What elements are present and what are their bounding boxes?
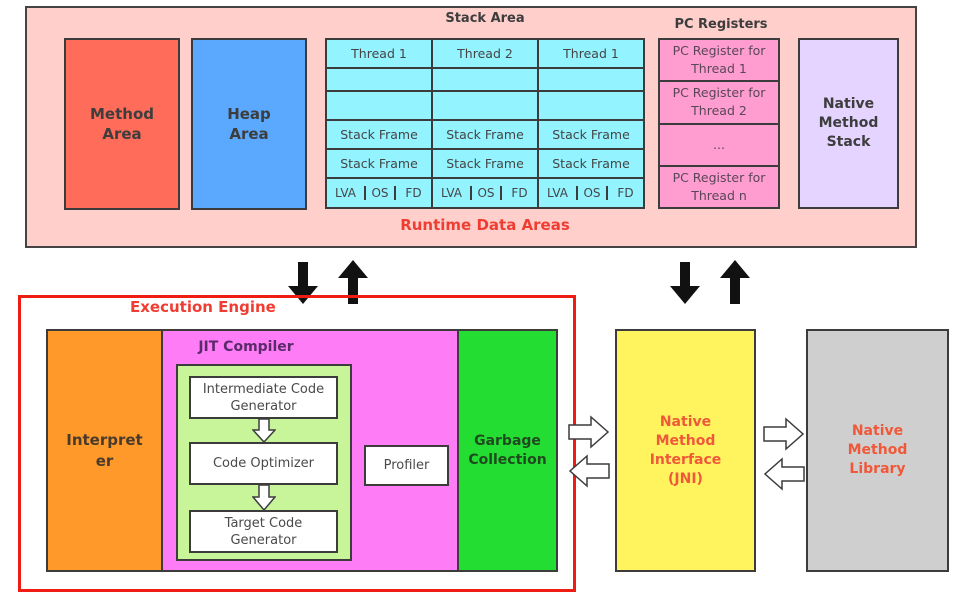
stack-slot-empty xyxy=(433,69,537,92)
thread-name: Thread 1 xyxy=(327,40,431,69)
stack-slot-empty xyxy=(539,69,643,92)
frame-part-lva: LVA xyxy=(433,186,472,200)
pc-registers: PC Register for Thread 1 PC Register for… xyxy=(658,38,780,209)
pc-register: PC Register for Thread n xyxy=(672,169,766,203)
thread-name: Thread 2 xyxy=(433,40,537,69)
frame-parts: LVA OS FD xyxy=(433,179,537,207)
hollow-arrow-left-icon xyxy=(763,457,805,491)
target-code-generator: Target Code Generator xyxy=(189,510,338,553)
native-method-library: Native Method Library xyxy=(806,329,949,572)
thread-column: Thread 1 Stack Frame Stack Frame LVA OS … xyxy=(327,40,433,207)
thread-column: Thread 2 Stack Frame Stack Frame LVA OS … xyxy=(433,40,539,207)
arrow-down-icon xyxy=(288,262,318,304)
pc-register: PC Register for Thread 1 xyxy=(660,40,778,83)
arrow-down-icon xyxy=(670,262,700,304)
frame-part-lva: LVA xyxy=(539,186,578,200)
garbage-collection: Garbage Collection xyxy=(457,329,558,572)
pc-registers-title: PC Registers xyxy=(674,17,768,32)
heap-area: Heap Area xyxy=(191,38,307,210)
stack-slot-empty xyxy=(327,92,431,121)
stack-frame: Stack Frame xyxy=(327,150,431,179)
method-area-label: Method Area xyxy=(90,105,154,143)
stack-slot-empty xyxy=(327,69,431,92)
pc-register: PC Register for Thread 2 xyxy=(660,82,778,125)
native-method-interface-label: Native Method Interface (JNI) xyxy=(649,413,722,487)
native-method-stack: Native Method Stack xyxy=(798,38,899,209)
frame-parts: LVA OS FD xyxy=(327,179,431,207)
code-optimizer: Code Optimizer xyxy=(189,442,338,485)
native-method-library-label: Native Method Library xyxy=(847,423,908,477)
method-area: Method Area xyxy=(64,38,180,210)
interpreter: Interpret er xyxy=(46,329,163,572)
hollow-arrow-left-icon xyxy=(568,454,610,488)
arrow-up-icon xyxy=(338,260,368,304)
frame-part-os: OS xyxy=(578,186,608,200)
stack-slot-empty xyxy=(539,92,643,121)
stack-frame: Stack Frame xyxy=(327,121,431,150)
frame-part-fd: FD xyxy=(405,186,422,200)
hollow-arrow-down-icon xyxy=(252,484,276,512)
frame-part-os: OS xyxy=(366,186,396,200)
frame-part-fd: FD xyxy=(617,186,634,200)
runtime-data-areas-label: Runtime Data Areas xyxy=(400,216,570,234)
stack-frame: Stack Frame xyxy=(539,121,643,150)
stack-area: Thread 1 Stack Frame Stack Frame LVA OS … xyxy=(325,38,645,209)
garbage-collection-label: Garbage Collection xyxy=(468,432,547,468)
frame-part-fd: FD xyxy=(511,186,528,200)
hollow-arrow-right-icon xyxy=(568,415,610,449)
pc-register-ellipsis: ... xyxy=(660,125,778,167)
stack-frame: Stack Frame xyxy=(539,150,643,179)
frame-part-os: OS xyxy=(472,186,502,200)
hollow-arrow-right-icon xyxy=(763,417,805,451)
stack-area-title: Stack Area xyxy=(445,11,525,26)
frame-part-lva: LVA xyxy=(327,186,366,200)
stack-frame: Stack Frame xyxy=(433,150,537,179)
stack-slot-empty xyxy=(433,92,537,121)
thread-column: Thread 1 Stack Frame Stack Frame LVA OS … xyxy=(539,40,643,207)
interpreter-label: Interpret er xyxy=(66,430,143,470)
execution-engine-label: Execution Engine xyxy=(130,298,276,316)
stack-frame: Stack Frame xyxy=(433,121,537,150)
profiler-label: Profiler xyxy=(383,458,430,473)
frame-parts: LVA OS FD xyxy=(539,179,643,207)
thread-name: Thread 1 xyxy=(539,40,643,69)
native-method-interface: Native Method Interface (JNI) xyxy=(615,329,756,572)
intermediate-code-generator: Intermediate Code Generator xyxy=(189,376,338,419)
arrow-up-icon xyxy=(720,260,750,304)
jit-compiler-title: JIT Compiler xyxy=(198,339,294,355)
execution-engine xyxy=(18,295,576,592)
heap-area-label: Heap Area xyxy=(227,105,271,143)
hollow-arrow-down-icon xyxy=(252,418,276,444)
profiler: Profiler xyxy=(364,445,449,486)
native-method-stack-label: Native Method Stack xyxy=(818,96,879,150)
